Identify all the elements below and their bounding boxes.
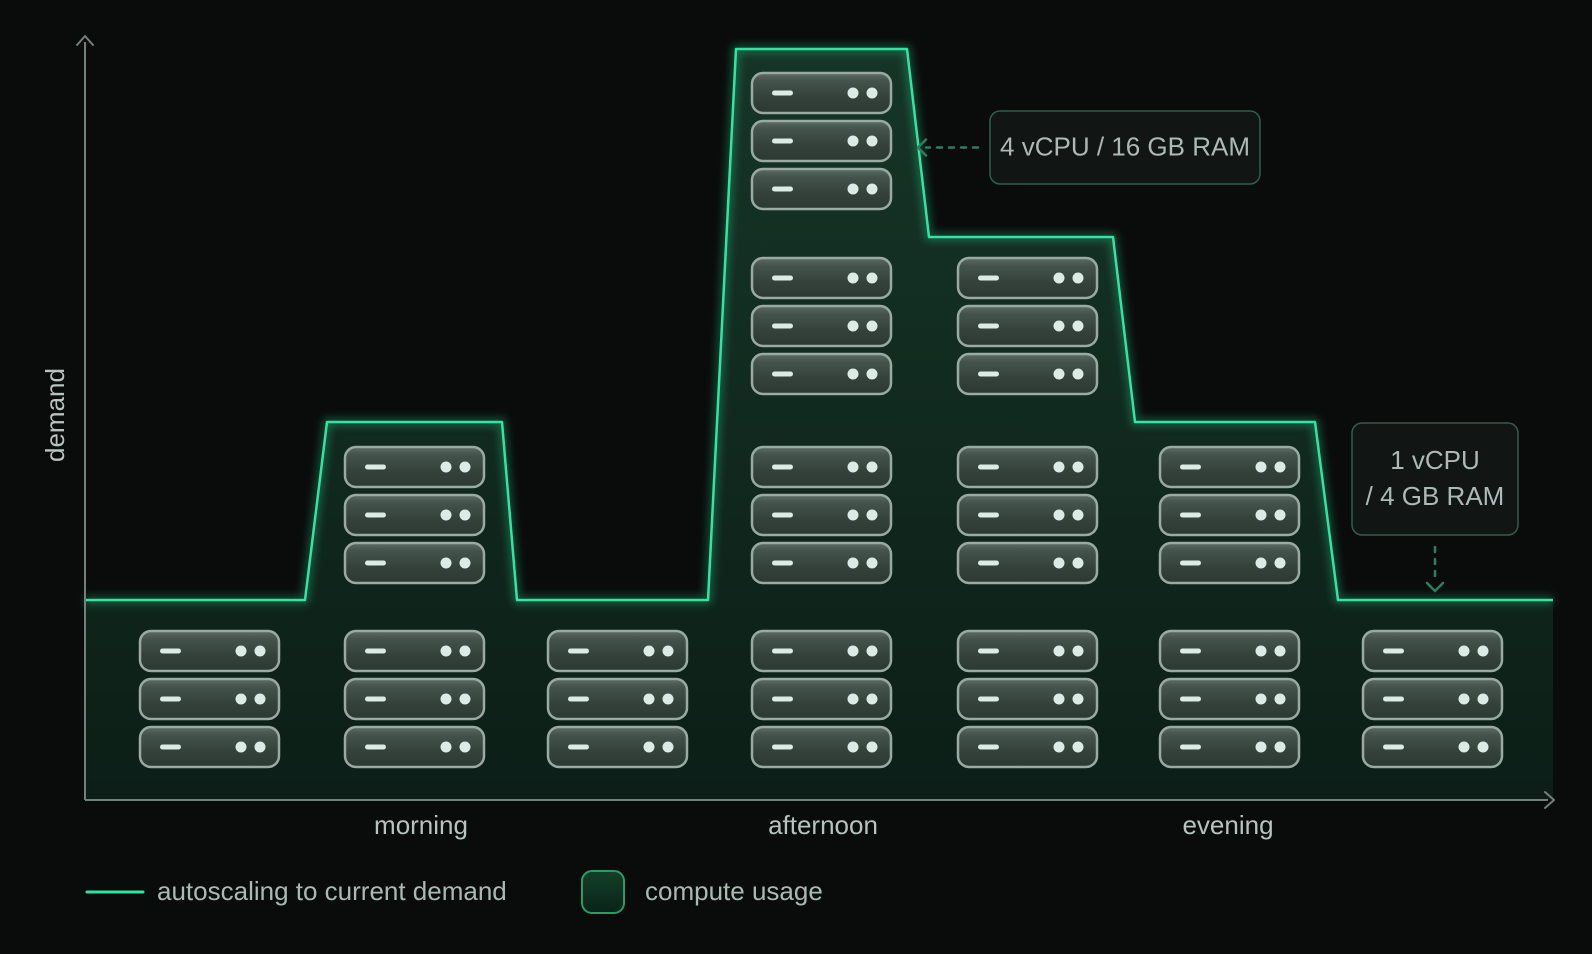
server-icon	[343, 445, 486, 489]
legend-label-autoscaling: autoscaling to current demand	[157, 876, 507, 906]
x-label-morning: morning	[374, 810, 468, 840]
server-icon	[750, 541, 893, 585]
server-icon	[956, 677, 1099, 721]
server-icon	[956, 493, 1099, 537]
server-icon	[956, 445, 1099, 489]
legend-label-compute: compute usage	[645, 876, 823, 906]
server-icon	[750, 445, 893, 489]
server-icon	[343, 541, 486, 585]
legend: autoscaling to current demand compute us…	[85, 870, 823, 914]
server-icon	[1361, 677, 1504, 721]
server-icon	[750, 493, 893, 537]
server-icon	[750, 629, 893, 673]
server-icon	[1158, 725, 1301, 769]
server-icon	[750, 677, 893, 721]
x-label-afternoon: afternoon	[768, 810, 878, 840]
callout-box	[989, 110, 1261, 185]
server-icon	[1158, 541, 1301, 585]
server-icon	[1158, 677, 1301, 721]
callout-box	[1351, 422, 1519, 536]
arrowhead-left-icon	[916, 138, 928, 157]
server-icon	[1158, 445, 1301, 489]
server-icon	[343, 493, 486, 537]
server-icon	[956, 725, 1099, 769]
server-icon	[343, 629, 486, 673]
demand-line	[85, 47, 1553, 602]
server-icon	[546, 725, 689, 769]
server-icon	[956, 256, 1099, 300]
server-icon	[956, 541, 1099, 585]
callout-text-line2: / 4 GB RAM	[1366, 481, 1505, 511]
callout-text-line1: 1 vCPU	[1390, 445, 1480, 475]
y-axis-arrow-icon	[76, 35, 94, 46]
y-axis-label: demand	[40, 368, 70, 462]
server-icon	[343, 677, 486, 721]
server-icon	[138, 677, 281, 721]
server-icon	[750, 119, 893, 163]
server-icon	[750, 725, 893, 769]
server-icon	[1158, 493, 1301, 537]
legend-compute-swatch-icon	[581, 870, 625, 914]
server-icon	[138, 725, 281, 769]
callout-1vcpu: 1 vCPU / 4 GB RAM	[1351, 422, 1519, 593]
arrowhead-down-icon	[1425, 581, 1445, 593]
server-icon	[750, 256, 893, 300]
x-label-evening: evening	[1182, 810, 1273, 840]
server-icon	[1361, 725, 1504, 769]
callout-text: 4 vCPU / 16 GB RAM	[1000, 131, 1250, 161]
server-icon	[750, 304, 893, 348]
server-icon	[343, 725, 486, 769]
server-icon	[546, 629, 689, 673]
server-icon	[750, 71, 893, 115]
server-icon	[956, 629, 1099, 673]
server-stacks	[138, 71, 1504, 769]
server-icon	[750, 352, 893, 396]
server-icon	[1361, 629, 1504, 673]
server-icon	[956, 352, 1099, 396]
server-icon	[750, 167, 893, 211]
server-icon	[1158, 629, 1301, 673]
callout-4vcpu: 4 vCPU / 16 GB RAM	[916, 110, 1261, 185]
demand-area	[85, 49, 1553, 800]
server-icon	[546, 677, 689, 721]
x-axis-arrow-icon	[1544, 791, 1555, 809]
server-icon	[138, 629, 281, 673]
server-icon	[956, 304, 1099, 348]
